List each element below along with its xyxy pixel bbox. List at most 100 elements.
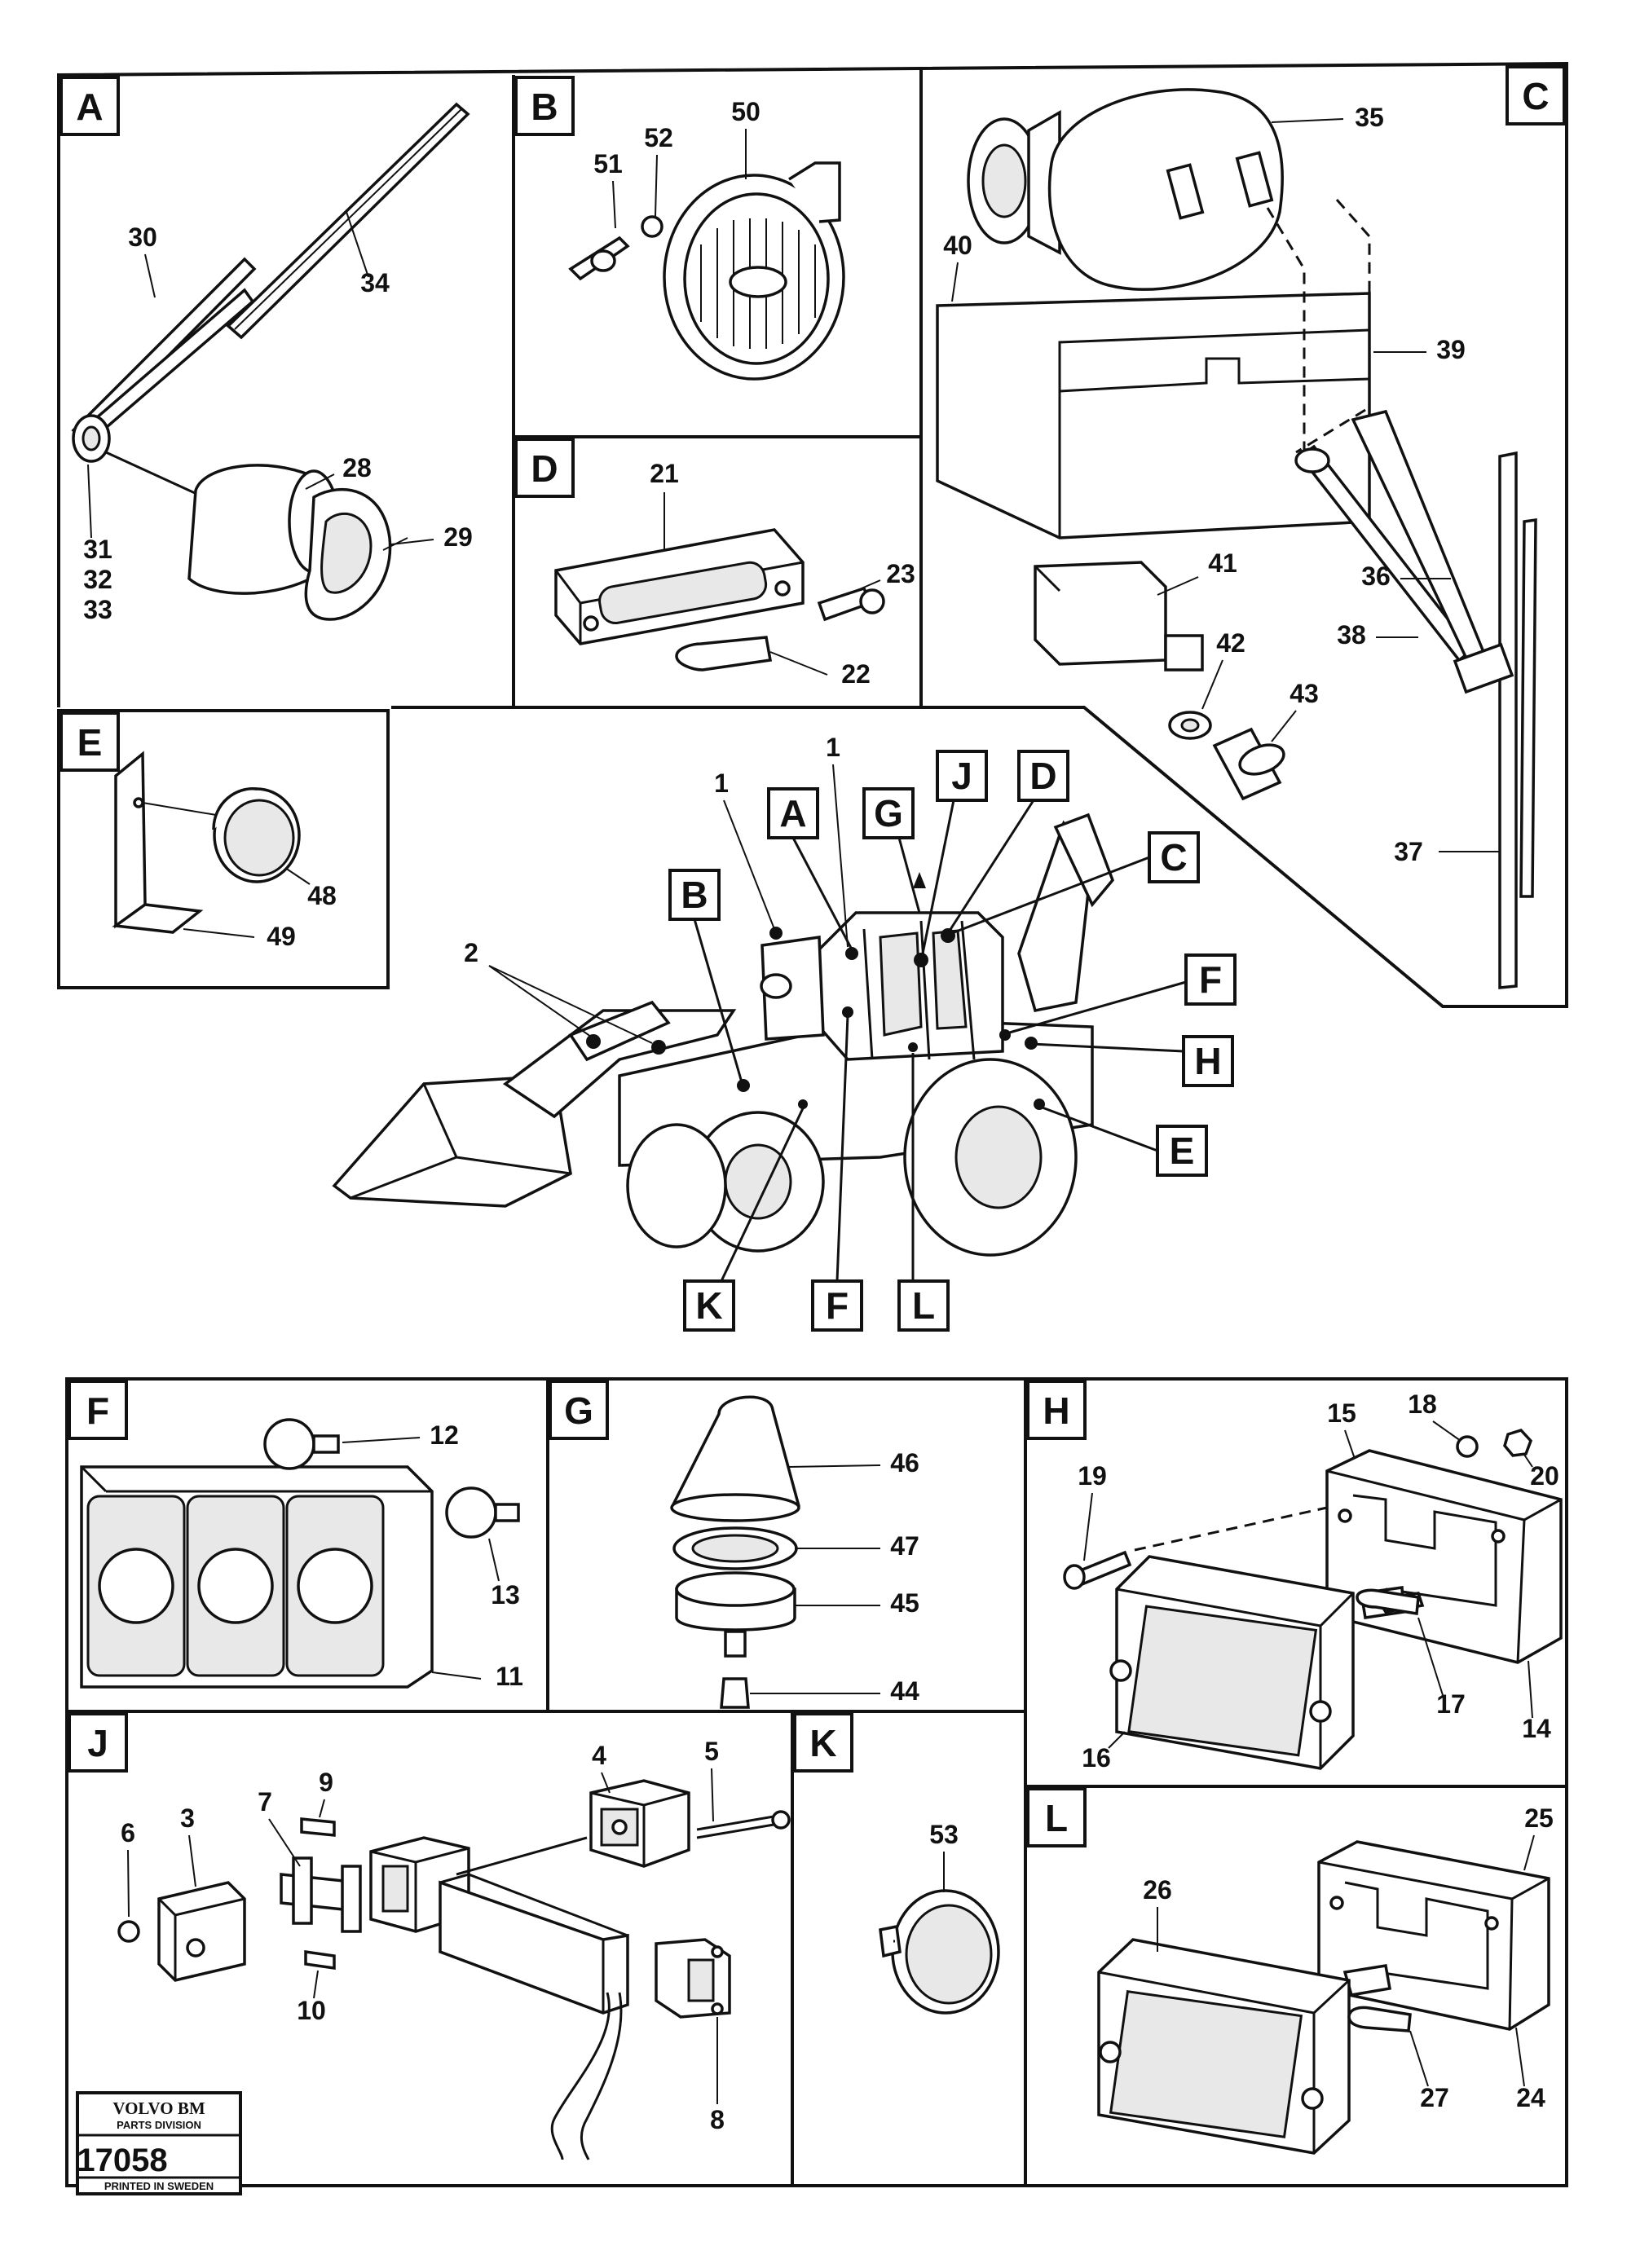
callout-number: 45: [890, 1588, 919, 1618]
panel-letter-b: B: [514, 76, 575, 136]
location-tag-label: K: [809, 1722, 836, 1764]
panel-b-drawing: [568, 161, 845, 381]
panel-g-callouts: 46 47 45 44: [750, 1448, 919, 1706]
location-tag-label: D: [531, 447, 558, 490]
callout-number: 16: [1082, 1743, 1111, 1773]
location-tag-label: C: [1160, 836, 1187, 879]
location-tag-label: F: [1199, 958, 1222, 1001]
location-tag-label: A: [76, 86, 103, 128]
panel-j-callouts: 6 3 7 9 10 4 5 8: [121, 1737, 725, 2134]
callout-number: 9: [319, 1768, 333, 1797]
panel-b-callouts: 51 52 50: [593, 97, 760, 229]
location-tag-label: A: [779, 792, 806, 835]
stamp-printed: PRINTED IN SWEDEN: [104, 2180, 214, 2192]
location-tag-label: H: [1194, 1040, 1221, 1082]
panel-letter-a: A: [60, 76, 120, 136]
machine-location-tags: A B C D E F F G H J K L: [668, 750, 1237, 1332]
callout-number: 11: [496, 1662, 523, 1691]
callout-number: 34: [360, 268, 390, 297]
panel-letter-h: H: [1026, 1380, 1087, 1440]
location-tag-label: H: [1043, 1389, 1069, 1432]
location-tag-label: F: [826, 1284, 849, 1327]
location-tag-label: L: [912, 1284, 935, 1327]
panel-letter-g: G: [549, 1380, 609, 1440]
callout-number: 42: [1216, 628, 1245, 658]
callout-number: 39: [1436, 335, 1466, 364]
callout-number: 21: [650, 459, 679, 488]
callout-number: 22: [841, 659, 871, 689]
panel-l-callouts: 25 26 27 24: [1143, 1803, 1554, 2112]
callout-number: 28: [342, 453, 372, 482]
machine-callouts: 1 1 2: [464, 733, 849, 1044]
callout-number: 10: [297, 1996, 326, 2025]
stamp-brand: VOLVO BM: [112, 2098, 205, 2118]
callout-number: 47: [890, 1531, 919, 1561]
machine-drawing: [332, 813, 1114, 1257]
callout-number: 8: [710, 2105, 725, 2134]
callout-number: 37: [1394, 837, 1423, 866]
panel-letter-f: F: [68, 1380, 128, 1440]
location-tag-label: J: [87, 1722, 108, 1764]
panel-h-drawing: [1063, 1428, 1563, 1770]
callout-number: 12: [430, 1420, 459, 1450]
callout-number: 1: [714, 768, 729, 798]
panel-letter-e: E: [60, 711, 120, 772]
callout-number: 40: [943, 231, 972, 260]
callout-number: 25: [1524, 1803, 1554, 1833]
volvo-bm-stamp: VOLVO BM PARTS DIVISION 17058 PRINTED IN…: [76, 2091, 242, 2195]
bottom-frame: [65, 1377, 1568, 2187]
location-tag-label: K: [695, 1284, 722, 1327]
callout-number: 17: [1436, 1689, 1466, 1719]
callout-number: 35: [1355, 103, 1384, 132]
panel-d-callouts: 21 23 22: [650, 459, 915, 689]
panel-a-drawing: [71, 102, 470, 621]
callout-number: 7: [258, 1787, 272, 1817]
callout-number: 23: [886, 559, 915, 588]
panel-k-callouts: 53: [929, 1820, 959, 1892]
callout-number: 48: [307, 881, 337, 910]
panel-h-callouts: 15 18 20 19 17 14 16: [1078, 1389, 1559, 1773]
panel-f-callouts: 12 13 11: [342, 1420, 523, 1691]
callout-number: 49: [267, 922, 296, 951]
callout-number: 27: [1420, 2083, 1449, 2112]
callout-number: 4: [592, 1741, 606, 1770]
callout-number: 3: [180, 1803, 195, 1833]
callout-number: 6: [121, 1818, 135, 1847]
location-tag-label: B: [681, 874, 708, 916]
panel-f-drawing: [80, 1418, 520, 1689]
callout-number: 24: [1516, 2083, 1545, 2112]
panel-e-drawing: [112, 751, 301, 934]
callout-number: 2: [464, 938, 478, 967]
callout-number: 14: [1522, 1714, 1551, 1743]
callout-number: 5: [704, 1737, 719, 1766]
location-tag-label: G: [564, 1389, 593, 1432]
callout-number: 29: [443, 522, 473, 552]
panel-letter-l: L: [1026, 1787, 1087, 1847]
location-tag-label: E: [1170, 1130, 1195, 1172]
panel-letter-k: K: [793, 1712, 853, 1773]
callout-number: 19: [1078, 1461, 1107, 1491]
callout-number: 32: [83, 565, 112, 594]
callout-number: 41: [1208, 548, 1237, 578]
location-tag-label: G: [874, 792, 903, 835]
panel-c-drawing: [936, 88, 1537, 989]
callout-number: 26: [1143, 1875, 1172, 1905]
location-tag-label: L: [1045, 1797, 1068, 1839]
panel-d-drawing: [554, 528, 885, 672]
panel-j-drawing: [117, 1779, 791, 2160]
panel-letter-c: C: [1506, 65, 1566, 126]
stamp-number: 17058: [77, 2142, 167, 2178]
panel-e-callouts: 48 49: [183, 867, 337, 951]
callout-number: 53: [929, 1820, 959, 1849]
location-tag-label: E: [77, 721, 103, 764]
panel-c-callouts: 35 40 39 41 36 38 42 43 37: [943, 103, 1500, 866]
callout-number: 15: [1327, 1398, 1356, 1428]
panel-k-drawing: [879, 1889, 1000, 2015]
panel-l-drawing: [1097, 1840, 1550, 2155]
callout-number: 33: [83, 595, 112, 624]
callout-number: 51: [593, 149, 623, 178]
callout-number: 13: [491, 1580, 520, 1610]
top-frame: [57, 61, 1568, 1008]
callout-number: 52: [644, 123, 673, 152]
